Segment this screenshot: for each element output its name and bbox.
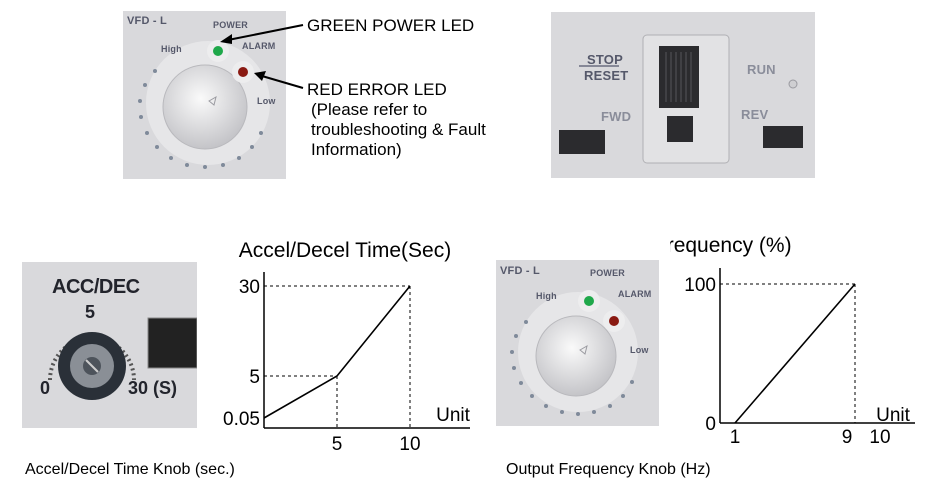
fwd-label: FWD (601, 109, 632, 124)
acc-dec-mark-30: 30 (S) (128, 378, 178, 398)
red-error-led (238, 67, 248, 77)
keypad-panel: VFD - L POWER ALARM High Low (123, 11, 286, 179)
red-led-callout-line1: RED ERROR LED (307, 80, 447, 99)
chart2-x-tick-label: 1 (730, 427, 741, 448)
run-label: RUN (747, 62, 776, 77)
power-label: POWER (213, 20, 249, 30)
chart2-x-axis-label: Unit (876, 405, 911, 426)
freq-panel: VFD - L POWER ALARM High Low (496, 260, 659, 426)
chart1-x-axis-label: Unit (436, 405, 471, 426)
acc-dec-title: ACC/DEC (52, 276, 140, 298)
run-led (788, 79, 798, 89)
acc-dec-drawing (48, 317, 198, 400)
acc-dec-panel: ACC/DEC 5 0 30 (S) (22, 262, 198, 428)
dial-scale-dots (138, 69, 263, 169)
chart2-series-line (734, 283, 856, 424)
fwd-terminal (559, 130, 605, 154)
red-led-callout-line3: troubleshooting & Fault (311, 120, 486, 139)
high-label: High (161, 44, 182, 54)
freq-dial-arrow-icon (579, 344, 588, 355)
chart2-x-tick-label: 9 (842, 427, 853, 448)
chart1-title: Accel/Decel Time(Sec) (239, 239, 451, 262)
freq-model-label: VFD - L (500, 265, 540, 277)
reset-label: RESET (584, 68, 629, 83)
red-led-arrow-icon (254, 71, 266, 81)
chart1-series-line (263, 285, 411, 419)
accel-decel-chart: Accel/Decel Time(Sec) 0.05 5 30 5 10 Unit (223, 239, 471, 455)
freq-dial-scale-dots (510, 320, 634, 416)
chart1-x-tick-label: 5 (332, 434, 343, 455)
low-label: Low (257, 96, 276, 106)
green-led-callout: GREEN POWER LED (307, 16, 475, 35)
fwd-rev-switch[interactable] (667, 116, 693, 142)
freq-red-error-led (609, 316, 619, 326)
green-power-led (213, 46, 223, 56)
freq-low-label: Low (630, 345, 649, 355)
stop-label: STOP (587, 52, 623, 67)
stop-reset-grip (665, 52, 692, 102)
keypad-drawing (138, 40, 270, 169)
acc-dec-mark-5: 5 (85, 302, 96, 322)
freq-caption: Output Frequency Knob (Hz) (506, 461, 711, 478)
freq-high-label: High (536, 291, 557, 301)
freq-dial[interactable] (535, 315, 617, 397)
chart2-x-tick-label: 10 (869, 427, 890, 448)
acc-dec-screw-slot (85, 359, 99, 373)
switch-panel: STOP RESET RUN FWD REV (551, 12, 815, 178)
freq-drawing (510, 290, 638, 416)
chart2-y-tick-label: 100 (684, 275, 716, 296)
freq-green-power-led (584, 296, 594, 306)
rev-terminal (763, 126, 803, 148)
green-led-arrow-line (227, 24, 304, 41)
red-led-callout-line4: Information) (311, 140, 402, 159)
freq-alarm-label: ALARM (618, 289, 652, 299)
acc-dec-caption: Accel/Decel Time Knob (sec.) (25, 461, 235, 478)
chart1-y-tick-label: 5 (249, 367, 260, 388)
stop-reset-button[interactable] (659, 46, 699, 108)
chart2-title: Output frequency (%) (670, 234, 792, 257)
callout-arrows (220, 24, 304, 89)
dial-arrow-icon (208, 95, 217, 106)
chart2-y-tick-label: 0 (705, 414, 716, 435)
red-led-callout: RED ERROR LED (Please refer to troublesh… (307, 80, 486, 160)
rev-label: REV (741, 107, 769, 122)
chart1-x-tick-label: 10 (399, 434, 420, 455)
red-led-arrow-line (261, 75, 304, 89)
switch-drawing (559, 34, 803, 164)
model-label: VFD - L (127, 15, 167, 27)
red-led-callout-line2: (Please refer to (311, 100, 428, 119)
acc-dec-mark-0: 0 (40, 378, 51, 398)
freq-power-label: POWER (590, 268, 626, 278)
acc-dec-terminal (147, 317, 198, 369)
chart1-y-tick-label: 30 (239, 277, 260, 298)
chart1-y-tick-label: 0.05 (223, 409, 260, 430)
frequency-dial[interactable] (162, 64, 248, 150)
green-led-arrow-icon (220, 34, 232, 44)
alarm-label: ALARM (242, 41, 276, 51)
